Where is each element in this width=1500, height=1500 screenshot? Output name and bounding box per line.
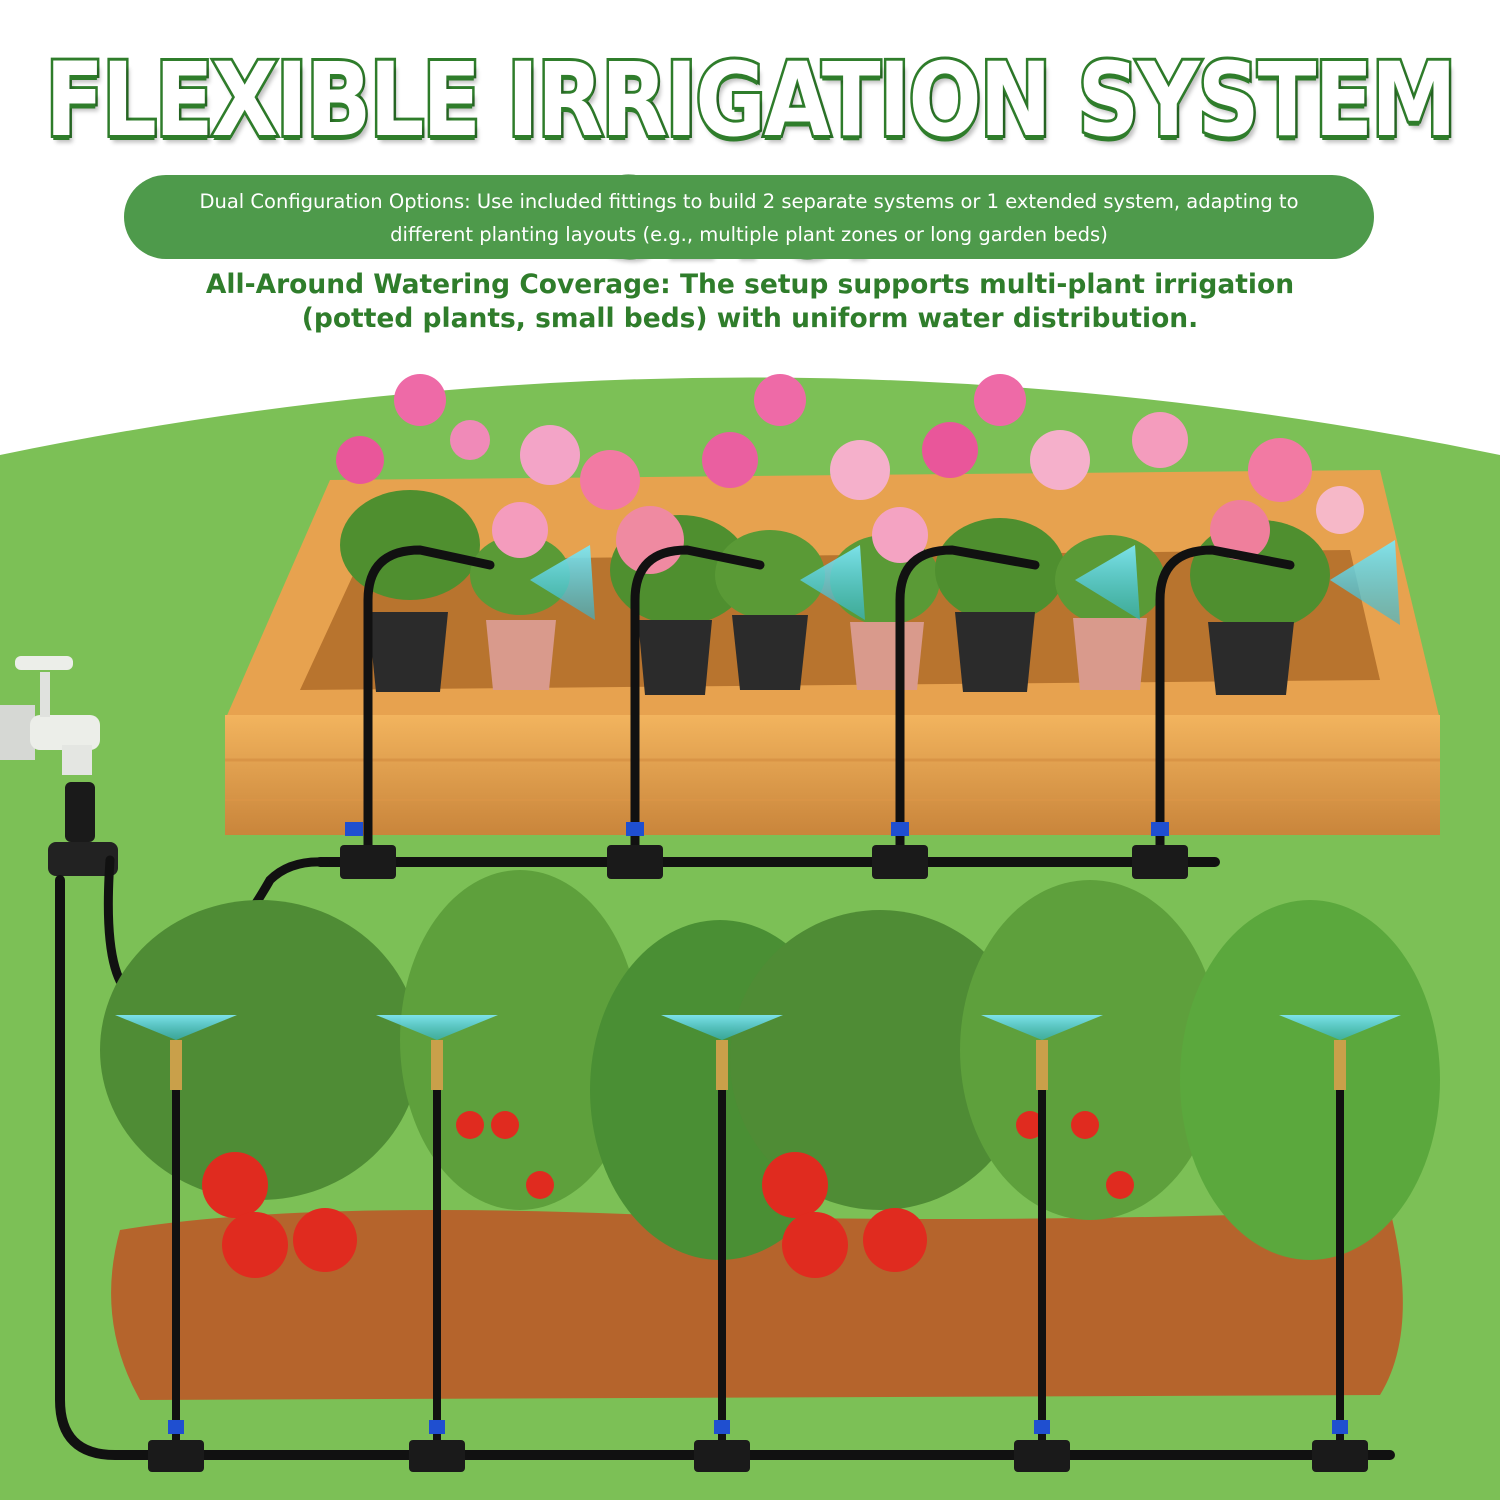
mist-spray	[800, 545, 865, 620]
upper-tee-fittings	[340, 822, 1188, 879]
upper-drip-line	[315, 545, 1295, 867]
flower	[1316, 486, 1364, 534]
mist-spray	[376, 1015, 498, 1040]
config-note-banner: Dual Configuration Options: Use included…	[124, 175, 1374, 259]
tee-fitting	[607, 822, 663, 879]
mist-spray	[661, 1015, 783, 1040]
bell-pepper	[222, 1212, 288, 1278]
flower	[754, 374, 806, 426]
tee-fitting	[340, 822, 396, 879]
flower	[616, 506, 684, 574]
flower	[450, 420, 490, 460]
flower	[1030, 430, 1090, 490]
bell-pepper	[762, 1152, 828, 1218]
lower-sprinkler-risers	[172, 1046, 1344, 1444]
brass-nozzle	[431, 1040, 443, 1090]
tee-fitting	[1312, 1420, 1368, 1472]
config-note-line-2: different planting layouts (e.g., multip…	[390, 223, 1108, 246]
mist-spray	[1330, 540, 1400, 625]
plant-foliage	[730, 910, 1030, 1210]
bell-pepper	[202, 1152, 268, 1218]
flower	[492, 502, 548, 558]
tomato	[456, 1111, 484, 1139]
flower	[1210, 500, 1270, 560]
coverage-note-line-1: All-Around Watering Coverage: The setup …	[205, 269, 1295, 300]
flower	[922, 422, 978, 478]
plant-foliage	[1180, 900, 1440, 1260]
irrigation-illustration	[0, 374, 1500, 1500]
bell-pepper	[293, 1208, 357, 1272]
plant-pot	[935, 518, 1065, 692]
flower	[1248, 438, 1312, 502]
upper-mist-sprays	[530, 540, 1400, 625]
mist-spray	[115, 1015, 237, 1040]
flower	[830, 440, 890, 500]
lower-tee-fittings	[148, 1420, 1368, 1472]
flower	[702, 432, 758, 488]
lower-brass-nozzles	[170, 1040, 1346, 1090]
tee-fitting	[872, 822, 928, 879]
plant-pot	[470, 535, 570, 690]
brass-nozzle	[1334, 1040, 1346, 1090]
tomato	[1106, 1171, 1134, 1199]
flower	[520, 425, 580, 485]
tee-fitting	[409, 1420, 465, 1472]
flower	[872, 507, 928, 563]
tee-fitting	[1132, 822, 1188, 879]
mist-spray	[981, 1015, 1103, 1040]
flower	[336, 436, 384, 484]
tomato	[526, 1171, 554, 1199]
bell-pepper	[863, 1208, 927, 1272]
brass-nozzle	[170, 1040, 182, 1090]
config-note-line-1: Dual Configuration Options: Use included…	[199, 190, 1299, 213]
tomato	[1016, 1111, 1044, 1139]
flower	[974, 374, 1026, 426]
brass-nozzle	[716, 1040, 728, 1090]
bell-pepper	[782, 1212, 848, 1278]
flower	[394, 374, 446, 426]
flower	[1132, 412, 1188, 468]
plant-foliage	[960, 880, 1220, 1220]
coverage-note-line-2: (potted plants, small beds) with uniform…	[301, 303, 1199, 334]
brass-nozzle	[1036, 1040, 1048, 1090]
faucet	[0, 656, 118, 876]
coverage-note: All-Around Watering Coverage: The setup …	[0, 268, 1500, 336]
tee-fitting	[148, 1420, 204, 1472]
flower	[580, 450, 640, 510]
mist-spray	[1279, 1015, 1401, 1040]
plant-foliage	[100, 900, 420, 1200]
flower-blooms	[336, 374, 1364, 574]
tee-fitting	[694, 1420, 750, 1472]
tee-fitting	[1014, 1420, 1070, 1472]
tomato	[491, 1111, 519, 1139]
mist-spray	[1075, 545, 1140, 620]
tomato	[1071, 1111, 1099, 1139]
plant-pot	[715, 530, 825, 690]
mist-spray	[530, 545, 595, 620]
lower-mist-sprays	[115, 1015, 1401, 1040]
red-vegetables	[202, 1111, 1134, 1278]
